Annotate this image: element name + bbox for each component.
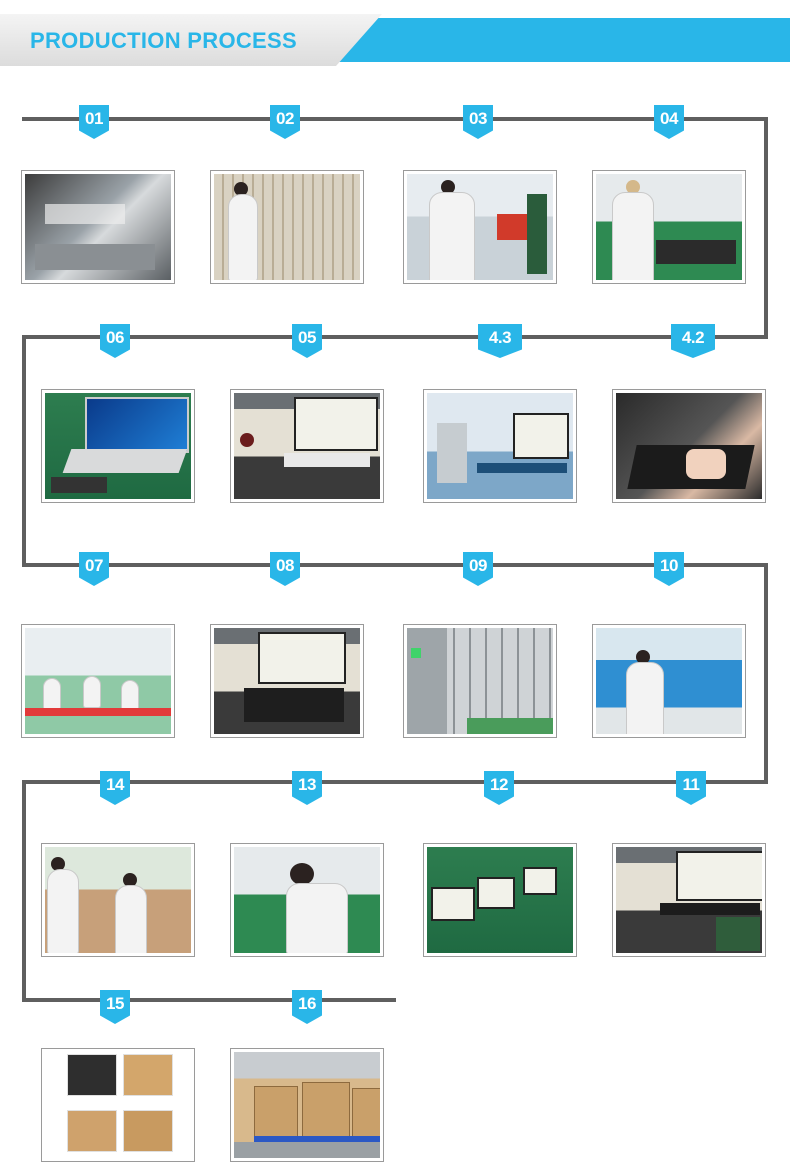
header-title-plate	[0, 14, 382, 66]
step-badge-4.2: 4.2	[671, 324, 715, 358]
step-photo-14	[41, 843, 195, 957]
step-badge-02: 02	[270, 105, 300, 139]
process-line	[22, 780, 768, 784]
step-badge-13: 13	[292, 771, 322, 805]
step-photo-11	[612, 843, 766, 957]
aging-rack-photo	[407, 628, 553, 734]
step-photo-05	[230, 389, 384, 503]
step-photo-03	[403, 170, 557, 284]
laptop-test-photo	[45, 393, 191, 499]
battery-pack-photo	[616, 393, 762, 499]
data-check-photo	[616, 847, 762, 953]
component-shelves-photo	[214, 174, 360, 280]
step-badge-11: 11	[676, 771, 706, 805]
welding-station-photo	[427, 393, 573, 499]
step-badge-04: 04	[654, 105, 684, 139]
step-photo-02	[210, 170, 364, 284]
warehouse-bins-photo	[596, 628, 742, 734]
step-photo-13	[230, 843, 384, 957]
packaging-catalog-photo	[45, 1052, 191, 1158]
step-badge-03: 03	[463, 105, 493, 139]
process-line	[22, 998, 396, 1002]
shipping-pallets-photo	[234, 1052, 380, 1158]
process-line	[22, 335, 26, 567]
process-line	[22, 563, 768, 567]
step-badge-01: 01	[79, 105, 109, 139]
step-badge-07: 07	[79, 552, 109, 586]
process-line	[764, 117, 768, 339]
step-badge-12: 12	[484, 771, 514, 805]
step-photo-08	[210, 624, 364, 738]
laptop-verify-photo	[427, 847, 573, 953]
step-photo-06	[41, 389, 195, 503]
test-bench-photo	[407, 174, 553, 280]
step-photo-07	[21, 624, 175, 738]
step-badge-08: 08	[270, 552, 300, 586]
step-photo-15	[41, 1048, 195, 1162]
process-line	[22, 335, 768, 339]
header-accent-bar	[330, 18, 790, 62]
step-photo-09	[403, 624, 557, 738]
step-photo-12	[423, 843, 577, 957]
step-badge-16: 16	[292, 990, 322, 1024]
smt-machine-photo	[25, 174, 171, 280]
step-photo-4.3	[423, 389, 577, 503]
step-photo-04	[592, 170, 746, 284]
inspection-photo	[214, 628, 360, 734]
step-photo-4.2	[612, 389, 766, 503]
process-line	[22, 117, 768, 121]
process-line	[22, 780, 26, 1002]
pc-testing-photo	[234, 393, 380, 499]
step-badge-10: 10	[654, 552, 684, 586]
step-badge-4.3: 4.3	[478, 324, 522, 358]
production-hall-photo	[25, 628, 171, 734]
step-badge-06: 06	[100, 324, 130, 358]
process-line	[764, 563, 768, 784]
step-badge-05: 05	[292, 324, 322, 358]
packing-photo	[45, 847, 191, 953]
step-badge-15: 15	[100, 990, 130, 1024]
step-photo-10	[592, 624, 746, 738]
step-photo-16	[230, 1048, 384, 1162]
assembly-line-photo	[596, 174, 742, 280]
page-title: PRODUCTION PROCESS	[30, 28, 297, 53]
step-photo-01	[21, 170, 175, 284]
step-badge-14: 14	[100, 771, 130, 805]
qc-worker-photo	[234, 847, 380, 953]
step-badge-09: 09	[463, 552, 493, 586]
